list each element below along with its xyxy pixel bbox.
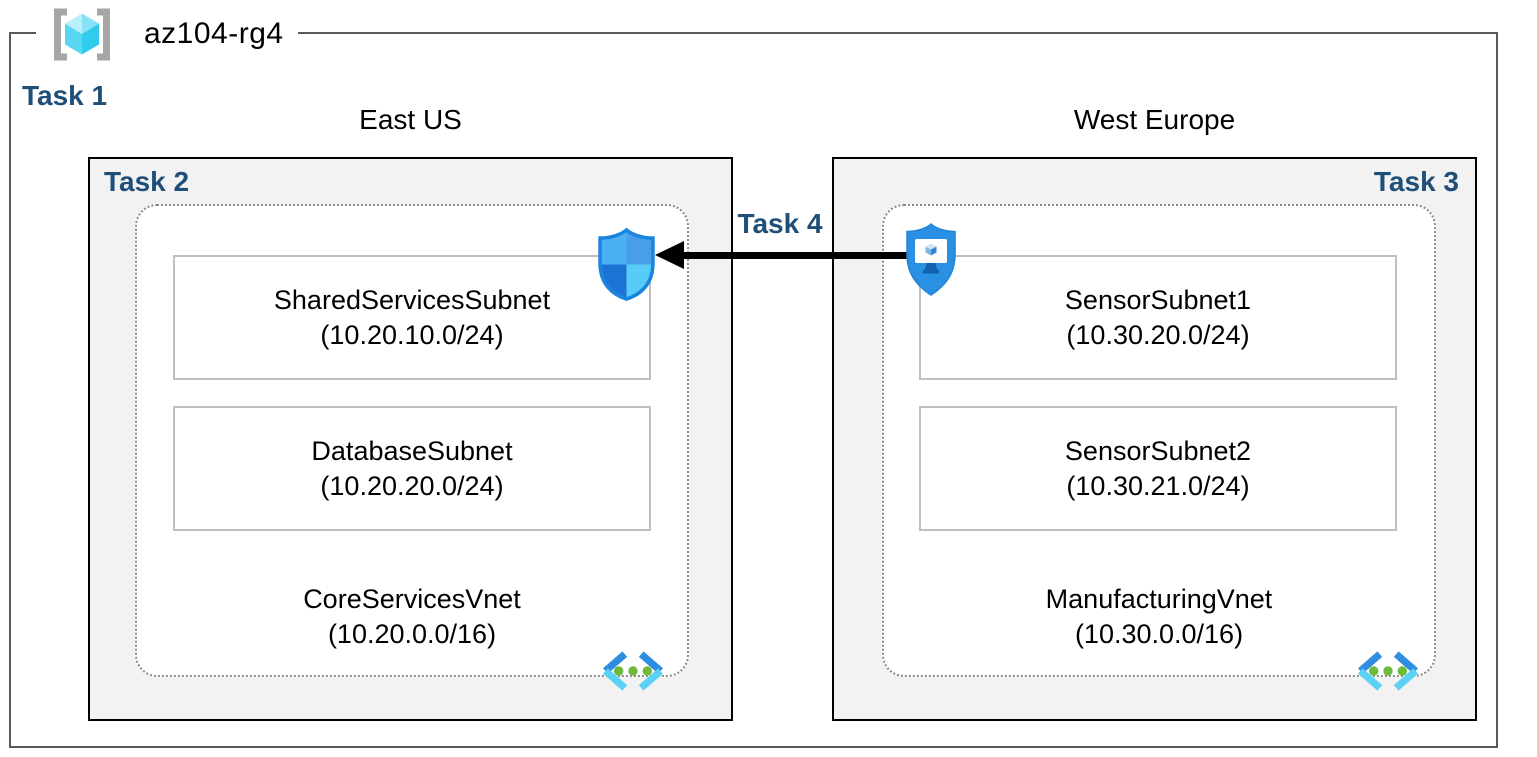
vnet-name: ManufacturingVnet xyxy=(1045,584,1273,614)
bastion-shield-icon xyxy=(906,222,956,296)
subnet-cidr: (10.20.10.0/24) xyxy=(320,319,504,350)
resource-group-border xyxy=(9,32,1498,748)
virtual-network-icon xyxy=(603,651,663,691)
peering-arrow-line xyxy=(676,252,908,259)
task1-label: Task 1 xyxy=(22,80,108,111)
subnet-box-database: DatabaseSubnet (10.20.20.0/24) xyxy=(173,406,651,531)
region-title-east-us: East US xyxy=(359,104,462,135)
subnet-name: SharedServicesSubnet xyxy=(273,284,551,315)
vnet-name: CoreServicesVnet xyxy=(303,584,521,614)
subnet-box-sensor1: SensorSubnet1 (10.30.20.0/24) xyxy=(919,255,1397,380)
region-box-east-us: Task 2 SharedServicesSubnet (10.20.10.0/… xyxy=(88,157,733,721)
subnet-cidr: (10.30.21.0/24) xyxy=(1066,470,1250,501)
subnet-cidr: (10.20.20.0/24) xyxy=(320,470,504,501)
subnet-name: DatabaseSubnet xyxy=(311,435,513,466)
task3-label: Task 3 xyxy=(1373,166,1459,197)
task2-label: Task 2 xyxy=(104,166,190,197)
resource-group-icon xyxy=(54,8,110,60)
region-title-west-europe: West Europe xyxy=(1073,104,1236,135)
resource-group-header: az104-rg4 xyxy=(36,3,298,65)
subnet-cidr: (10.30.20.0/24) xyxy=(1066,319,1250,350)
peering-arrow-head xyxy=(655,241,684,269)
vnet-label-coreservices: CoreServicesVnet (10.20.0.0/16) xyxy=(135,582,689,652)
subnet-box-sensor2: SensorSubnet2 (10.30.21.0/24) xyxy=(919,406,1397,531)
vnet-cidr: (10.20.0.0/16) xyxy=(327,619,497,649)
vnet-label-manufacturing: ManufacturingVnet (10.30.0.0/16) xyxy=(882,582,1436,652)
vnet-cidr: (10.30.0.0/16) xyxy=(1074,619,1244,649)
subnet-name: SensorSubnet2 xyxy=(1064,435,1252,466)
subnet-box-sharedservices: SharedServicesSubnet (10.20.10.0/24) xyxy=(173,255,651,380)
resource-group-name: az104-rg4 xyxy=(144,17,284,50)
network-security-group-shield-icon xyxy=(598,227,655,301)
virtual-network-icon xyxy=(1358,651,1418,691)
subnet-name: SensorSubnet1 xyxy=(1064,284,1252,315)
task4-label: Task 4 xyxy=(737,208,823,239)
